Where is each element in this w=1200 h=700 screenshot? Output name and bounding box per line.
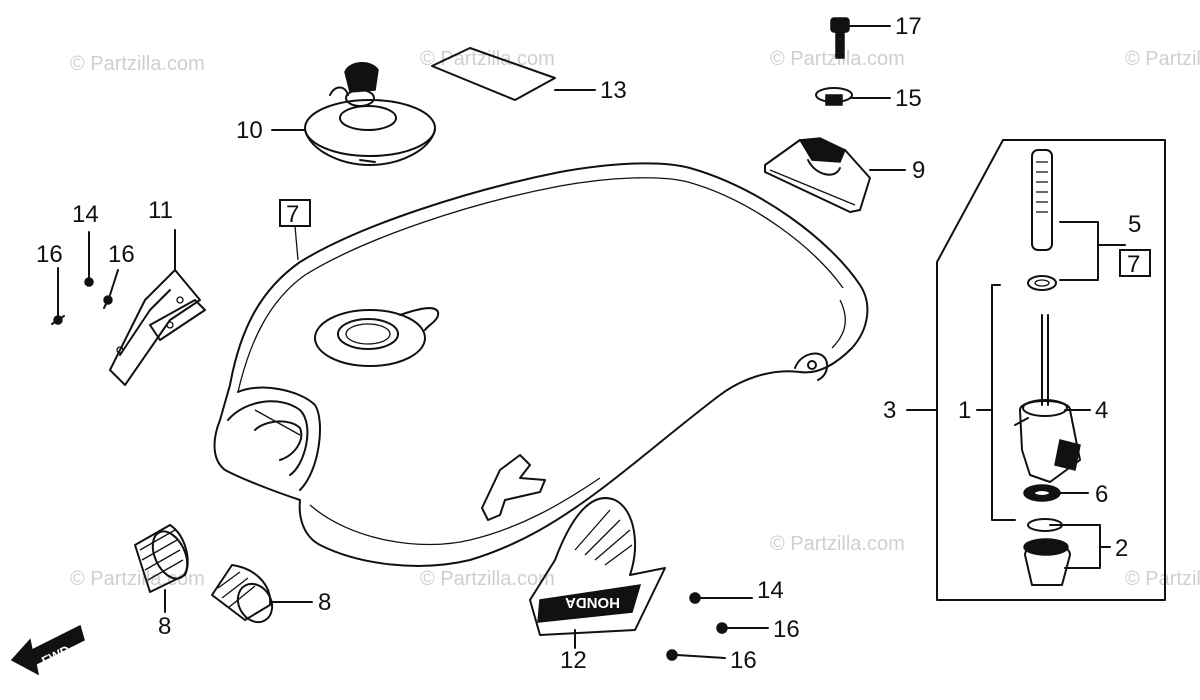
fuel-valve-assembly[interactable] bbox=[906, 139, 1166, 601]
collar[interactable] bbox=[815, 87, 853, 106]
callout-label: 10 bbox=[236, 117, 263, 144]
callout-label: 7 bbox=[1127, 251, 1140, 278]
screw[interactable] bbox=[689, 592, 701, 604]
forward-arrow-icon: FWD bbox=[10, 624, 85, 676]
callout-label: 11 bbox=[148, 197, 173, 224]
callout-label: 7 bbox=[286, 201, 299, 228]
callout-label: 8 bbox=[318, 589, 331, 616]
callout-label: 4 bbox=[1095, 397, 1108, 424]
callout-label: 15 bbox=[895, 85, 922, 112]
fuel-tank[interactable] bbox=[213, 162, 869, 567]
callout-label: 3 bbox=[883, 397, 896, 424]
screw[interactable] bbox=[84, 277, 94, 287]
callout-label: 16 bbox=[730, 647, 757, 674]
bracket[interactable] bbox=[109, 269, 206, 386]
watermarks: © Partzilla.com © Partzilla.com © Partzi… bbox=[70, 48, 1200, 590]
honda-emblem[interactable]: HONDA bbox=[529, 497, 666, 636]
watermark-text: © Partzilla.com bbox=[70, 53, 205, 75]
callout-label: 9 bbox=[912, 157, 925, 184]
callout-label: 2 bbox=[1115, 535, 1128, 562]
callout-label: 6 bbox=[1095, 481, 1108, 508]
bolt[interactable] bbox=[830, 17, 850, 59]
watermark-text: © Partzilla.com bbox=[1125, 48, 1200, 70]
screw[interactable] bbox=[716, 622, 728, 634]
callout-label: 14 bbox=[72, 201, 99, 228]
callout-label: 13 bbox=[600, 77, 627, 104]
callout-label: 16 bbox=[36, 241, 63, 268]
callout-label: 17 bbox=[895, 13, 922, 40]
watermark-text: © Partzilla.com bbox=[770, 48, 905, 70]
emblem-logo-text: HONDA bbox=[565, 594, 620, 611]
callout-label: 16 bbox=[108, 241, 135, 268]
screw[interactable] bbox=[51, 315, 65, 325]
callout-box-7 bbox=[1119, 249, 1151, 277]
fuel-cap[interactable] bbox=[304, 62, 436, 166]
callout-label: 5 bbox=[1128, 211, 1141, 238]
callout-label: 12 bbox=[560, 647, 587, 674]
rear-mount-rubber[interactable] bbox=[764, 137, 871, 213]
callout-label: 14 bbox=[757, 577, 784, 604]
callout-label: 1 bbox=[958, 397, 971, 424]
callout-label: 16 bbox=[773, 616, 800, 643]
tank-cushion[interactable] bbox=[134, 524, 194, 593]
watermark-text: © Partzilla.com bbox=[770, 533, 905, 555]
callout-label: 8 bbox=[158, 613, 171, 640]
tank-cushion[interactable] bbox=[211, 564, 279, 628]
watermark-text: © Partzilla.com bbox=[420, 568, 555, 590]
watermark-text: © Partzilla.com bbox=[420, 48, 555, 70]
watermark-text: © Partzilla.com bbox=[1125, 568, 1200, 590]
screw[interactable] bbox=[103, 295, 113, 309]
caution-label[interactable] bbox=[431, 47, 556, 101]
watermark-text: © Partzilla.com bbox=[70, 568, 205, 590]
screw[interactable] bbox=[666, 649, 678, 661]
